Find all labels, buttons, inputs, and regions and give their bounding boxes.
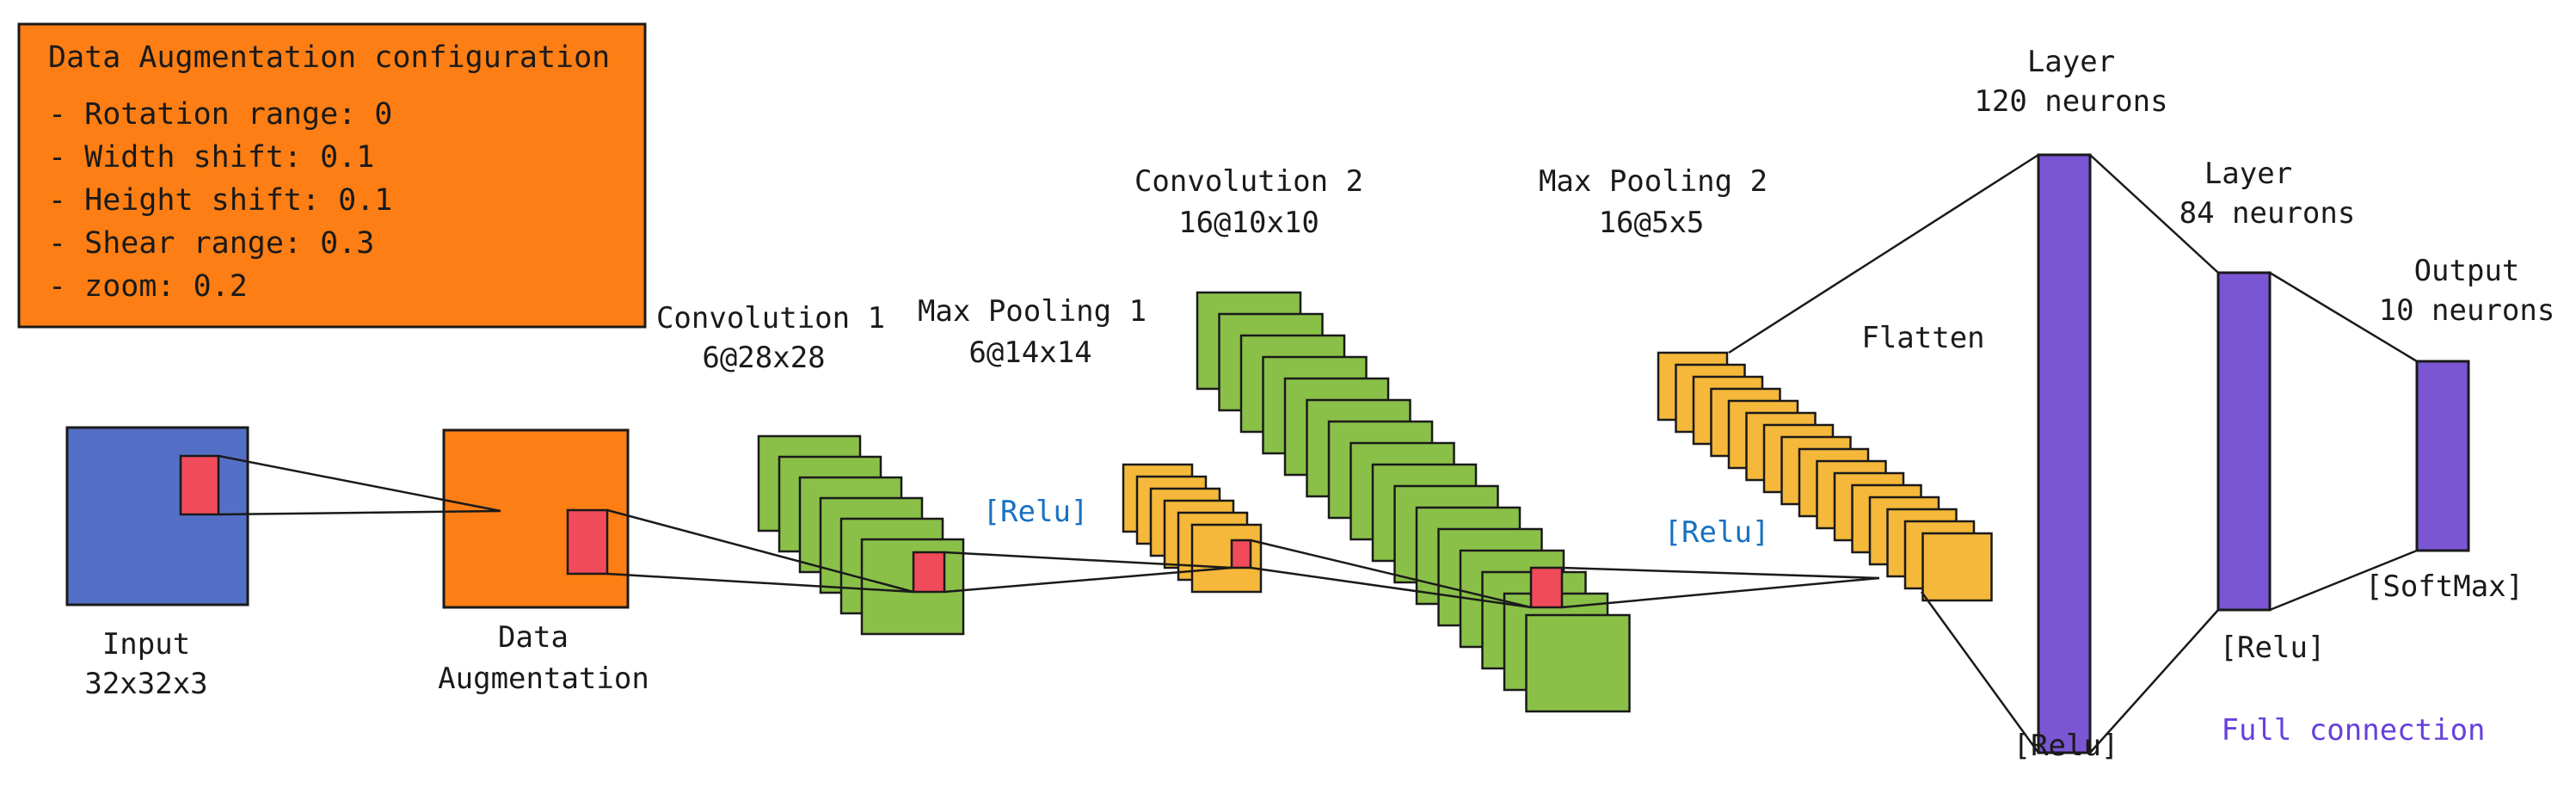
connector-fc2-out-top [2269, 271, 2418, 363]
augmentation-kernel [566, 508, 609, 576]
input-size-label: 32x32x3 [84, 667, 207, 701]
feature-map-connector-line [1561, 576, 1880, 609]
feature-map-connector-line [1250, 539, 1532, 609]
conv2-label: Convolution 2 [1134, 164, 1363, 199]
pool1-kernel [1230, 539, 1252, 569]
input-layer: Input 32x32x3 [65, 426, 249, 701]
feature-map-connector-line [944, 566, 1233, 594]
output-label: Output [2414, 254, 2520, 288]
config-line: - Rotation range: 0 [48, 97, 392, 132]
relu-label-fc2: [Relu] [2220, 631, 2326, 665]
conv2-map [1525, 613, 1631, 713]
relu-label-fc1: [Relu] [2013, 729, 2119, 763]
fc2-bar [2216, 271, 2272, 612]
fc-layers [2037, 153, 2470, 754]
conv1-label: Convolution 1 [656, 301, 885, 336]
pool2-stack [1657, 351, 1993, 602]
feature-map-connector-line [1250, 566, 1532, 609]
connector-pool2-fc1-bottom [1920, 591, 2040, 754]
conv2-size-label: 16@10x10 [1178, 206, 1319, 240]
feature-map-connector-line [944, 551, 1233, 569]
flatten-label: Flatten [1861, 321, 1984, 355]
pool2-map [1921, 532, 1993, 602]
input-kernel [179, 454, 220, 516]
output-bar [2415, 360, 2470, 552]
config-line: - Height shift: 0.1 [48, 183, 392, 218]
conv2-stack [1196, 291, 1631, 713]
config-box-background [17, 22, 647, 329]
connector-fc1-fc2-top [2089, 154, 2219, 274]
config-box: Data Augmentation configuration - Rotati… [17, 22, 647, 329]
conv1-kernel [912, 551, 946, 594]
augmentation-layer: Data Augmentation [438, 428, 649, 696]
fc1-size-label: 120 neurons [1974, 84, 2167, 119]
full-connection-label: Full connection [2221, 713, 2485, 748]
connector-input-augmentation [218, 454, 501, 516]
fc2-size-label: 84 neurons [2179, 196, 2356, 231]
fc1-bar [2037, 153, 2092, 754]
augmentation-label: Data [498, 620, 569, 655]
config-title: Data Augmentation configuration [48, 40, 610, 75]
pool1-size-label: 6@14x14 [968, 336, 1091, 370]
fc-connectors [1728, 153, 2418, 754]
input-label: Input [102, 627, 190, 662]
feature-map-connector-line [606, 572, 914, 594]
conv1-size-label: 6@28x28 [702, 341, 825, 375]
input-square [65, 426, 249, 606]
feature-map-connector-line [606, 508, 914, 594]
config-line: - zoom: 0.2 [48, 269, 248, 304]
feature-map-connectors [606, 508, 1880, 609]
augmentation-label-2: Augmentation [438, 662, 649, 696]
feature-map-connector-line [1561, 566, 1880, 580]
config-line: - Width shift: 0.1 [48, 140, 374, 175]
pool1-label: Max Pooling 1 [918, 294, 1147, 329]
connector-fc2-out-bottom [2269, 549, 2418, 612]
pool1-stack [1122, 463, 1263, 594]
connector-pool2-fc1-top [1728, 153, 2039, 354]
config-line: - Shear range: 0.3 [48, 226, 374, 261]
relu-label-conv1: [Relu] [983, 495, 1089, 529]
pool2-label: Max Pooling 2 [1539, 164, 1768, 199]
fc1-label: Layer [2027, 45, 2115, 79]
softmax-label: [SoftMax] [2365, 569, 2524, 604]
pool2-size-label: 16@5x5 [1599, 206, 1705, 240]
conv1-stack [757, 434, 965, 636]
relu-label-conv2: [Relu] [1664, 515, 1770, 550]
output-size-label: 10 neurons [2379, 293, 2555, 328]
conv2-kernel [1529, 566, 1564, 609]
connector-fc1-fc2-bottom [2089, 609, 2219, 754]
fc2-label: Layer [2204, 157, 2292, 191]
